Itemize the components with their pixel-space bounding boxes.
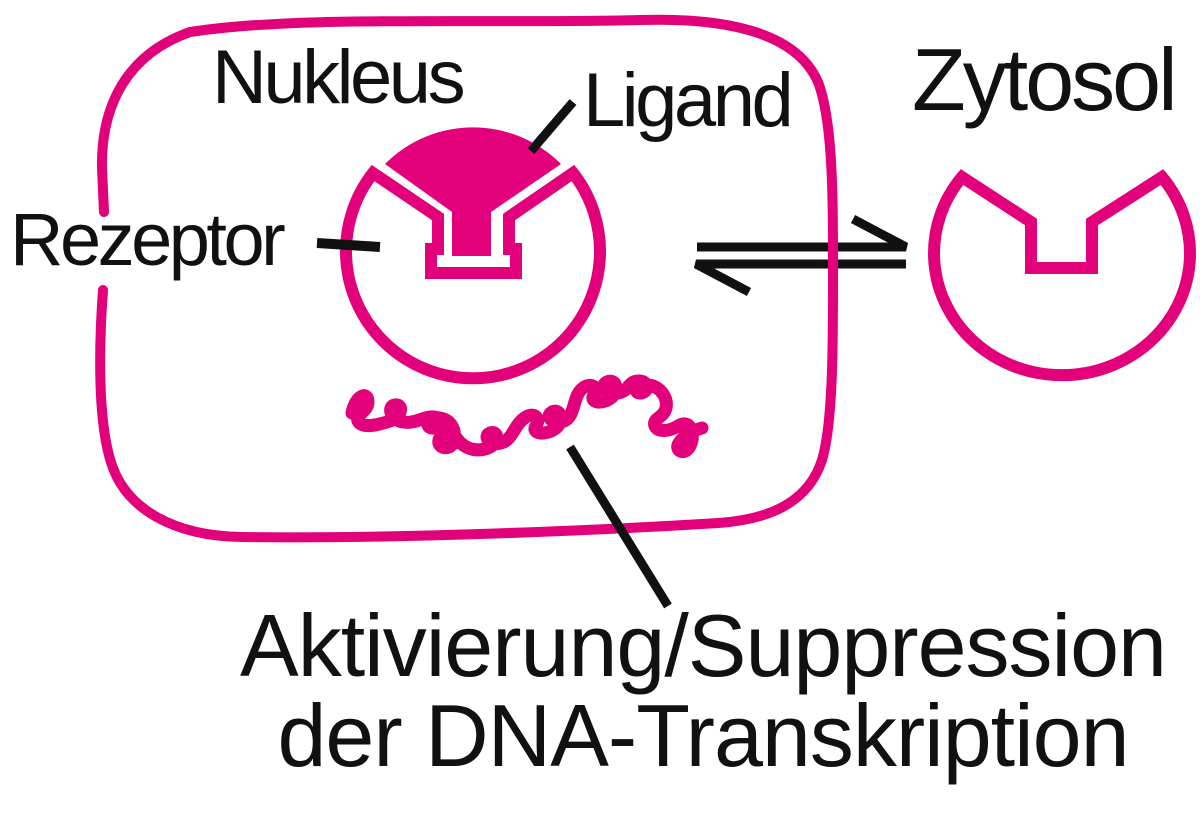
dna-pointer-line <box>566 444 672 609</box>
ligand-pointer-line <box>527 99 577 154</box>
nucleus-membrane-outline <box>95 14 839 543</box>
arrow-right-harpoon <box>697 215 909 252</box>
ligand-wedge-icon <box>385 127 561 256</box>
dna-squiggle-icon <box>345 374 709 458</box>
equilibrium-double-arrow-icon <box>693 215 909 296</box>
cytosol-label: Zytosol <box>912 30 1178 129</box>
caption-line-2: der DNA-Transkription <box>277 685 1129 785</box>
receptor-label: Rezeptor <box>10 198 286 281</box>
rezeptor-pointer-line <box>316 238 381 252</box>
receptor-with-bound-ligand-icon <box>340 164 606 385</box>
ligand-label: Ligand <box>583 58 794 143</box>
caption-line-1: Aktivierung/Suppression <box>240 596 1167 695</box>
dna-transcription-caption: Aktivierung/Suppression der DNA-Transkri… <box>153 601 1200 781</box>
empty-receptor-icon <box>928 169 1196 382</box>
nucleus-label: Nukleus <box>212 35 466 120</box>
arrow-left-harpoon <box>693 259 906 296</box>
